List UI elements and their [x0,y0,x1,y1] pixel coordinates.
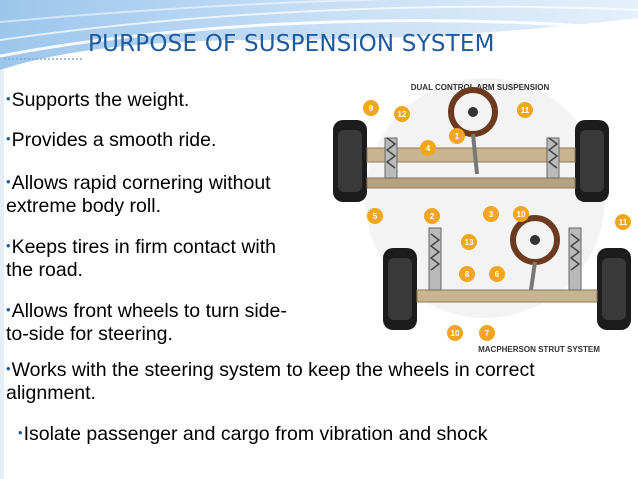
left-accent-bar [0,70,4,479]
callout-badge: 12 [394,106,410,122]
bullet-item: •Isolate passenger and cargo from vibrat… [18,421,636,446]
callout-number: 12 [398,110,407,119]
bullet-item: •Works with the steering system to keep … [6,357,626,405]
dual-control-arm-assembly [333,87,609,202]
bullet-text: Allows rapid cornering without extreme b… [6,172,271,217]
bullet-marker: • [6,361,11,376]
bullet-text: Supports the weight. [11,89,190,111]
callout-number: 5 [373,212,378,221]
callout-badge: 11 [615,214,631,230]
bullet-text: Provides a smooth ride. [11,129,217,151]
slide-title: PURPOSE OF SUSPENSION SYSTEM [88,31,495,57]
callout-badge: 1 [449,128,465,144]
bullet-marker: • [18,425,23,440]
bullet-marker: • [6,131,11,146]
bullet-item: •Allows rapid cornering without extreme … [6,170,306,218]
callout-number: 10 [517,210,526,219]
callout-number: 10 [451,329,460,338]
callout-number: 11 [619,218,628,227]
callout-number: 6 [495,270,500,279]
callout-number: 2 [430,212,435,221]
callout-badge: 9 [363,100,379,116]
callout-badge: 6 [489,266,505,282]
bullet-marker: • [6,302,11,317]
bullet-item: •Keeps tires in firm contact with the ro… [6,234,306,282]
callout-number: 11 [521,106,530,115]
macpherson-strut-assembly [383,215,631,330]
callout-number: 13 [465,238,474,247]
callout-number: 9 [369,104,374,113]
bullet-item: •Provides a smooth ride. [6,127,216,152]
callout-badge: 13 [461,234,477,250]
title-dotted-rule [4,58,84,60]
bullet-text: Works with the steering system to keep t… [6,359,535,404]
callout-badge: 3 [483,206,499,222]
bullet-text: Isolate passenger and cargo from vibrati… [23,423,488,445]
diagram-caption-top: DUAL CONTROL ARM SUSPENSION [411,83,550,92]
bullet-item: •Allows front wheels to turn side-to-sid… [6,298,306,346]
bullet-marker: • [6,174,11,189]
callout-badge: 10 [513,206,529,222]
bullet-item: •Supports the weight. [6,87,189,112]
callout-number: 7 [485,329,490,338]
bullet-text: Keeps tires in firm contact with the roa… [6,236,276,281]
callout-badge: 4 [420,140,436,156]
callout-badge: 7 [479,325,495,341]
callout-number: 3 [489,210,494,219]
callout-badge: 11 [517,102,533,118]
bullet-marker: • [6,91,11,106]
callout-number: 4 [426,144,431,153]
callout-badge: 2 [424,208,440,224]
bullet-marker: • [6,238,11,253]
callout-number: 8 [465,270,470,279]
callout-badge: 10 [447,325,463,341]
diagram-caption-bottom: MACPHERSON STRUT SYSTEM [478,345,600,354]
callout-number: 1 [455,132,460,141]
callout-badge: 8 [459,266,475,282]
header-wave-decoration [0,0,638,70]
bullet-text: Allows front wheels to turn side-to-side… [6,300,287,345]
callout-badge: 5 [367,208,383,224]
suspension-diagram: DUAL CONTROL ARM SUSPENSION [325,78,636,356]
